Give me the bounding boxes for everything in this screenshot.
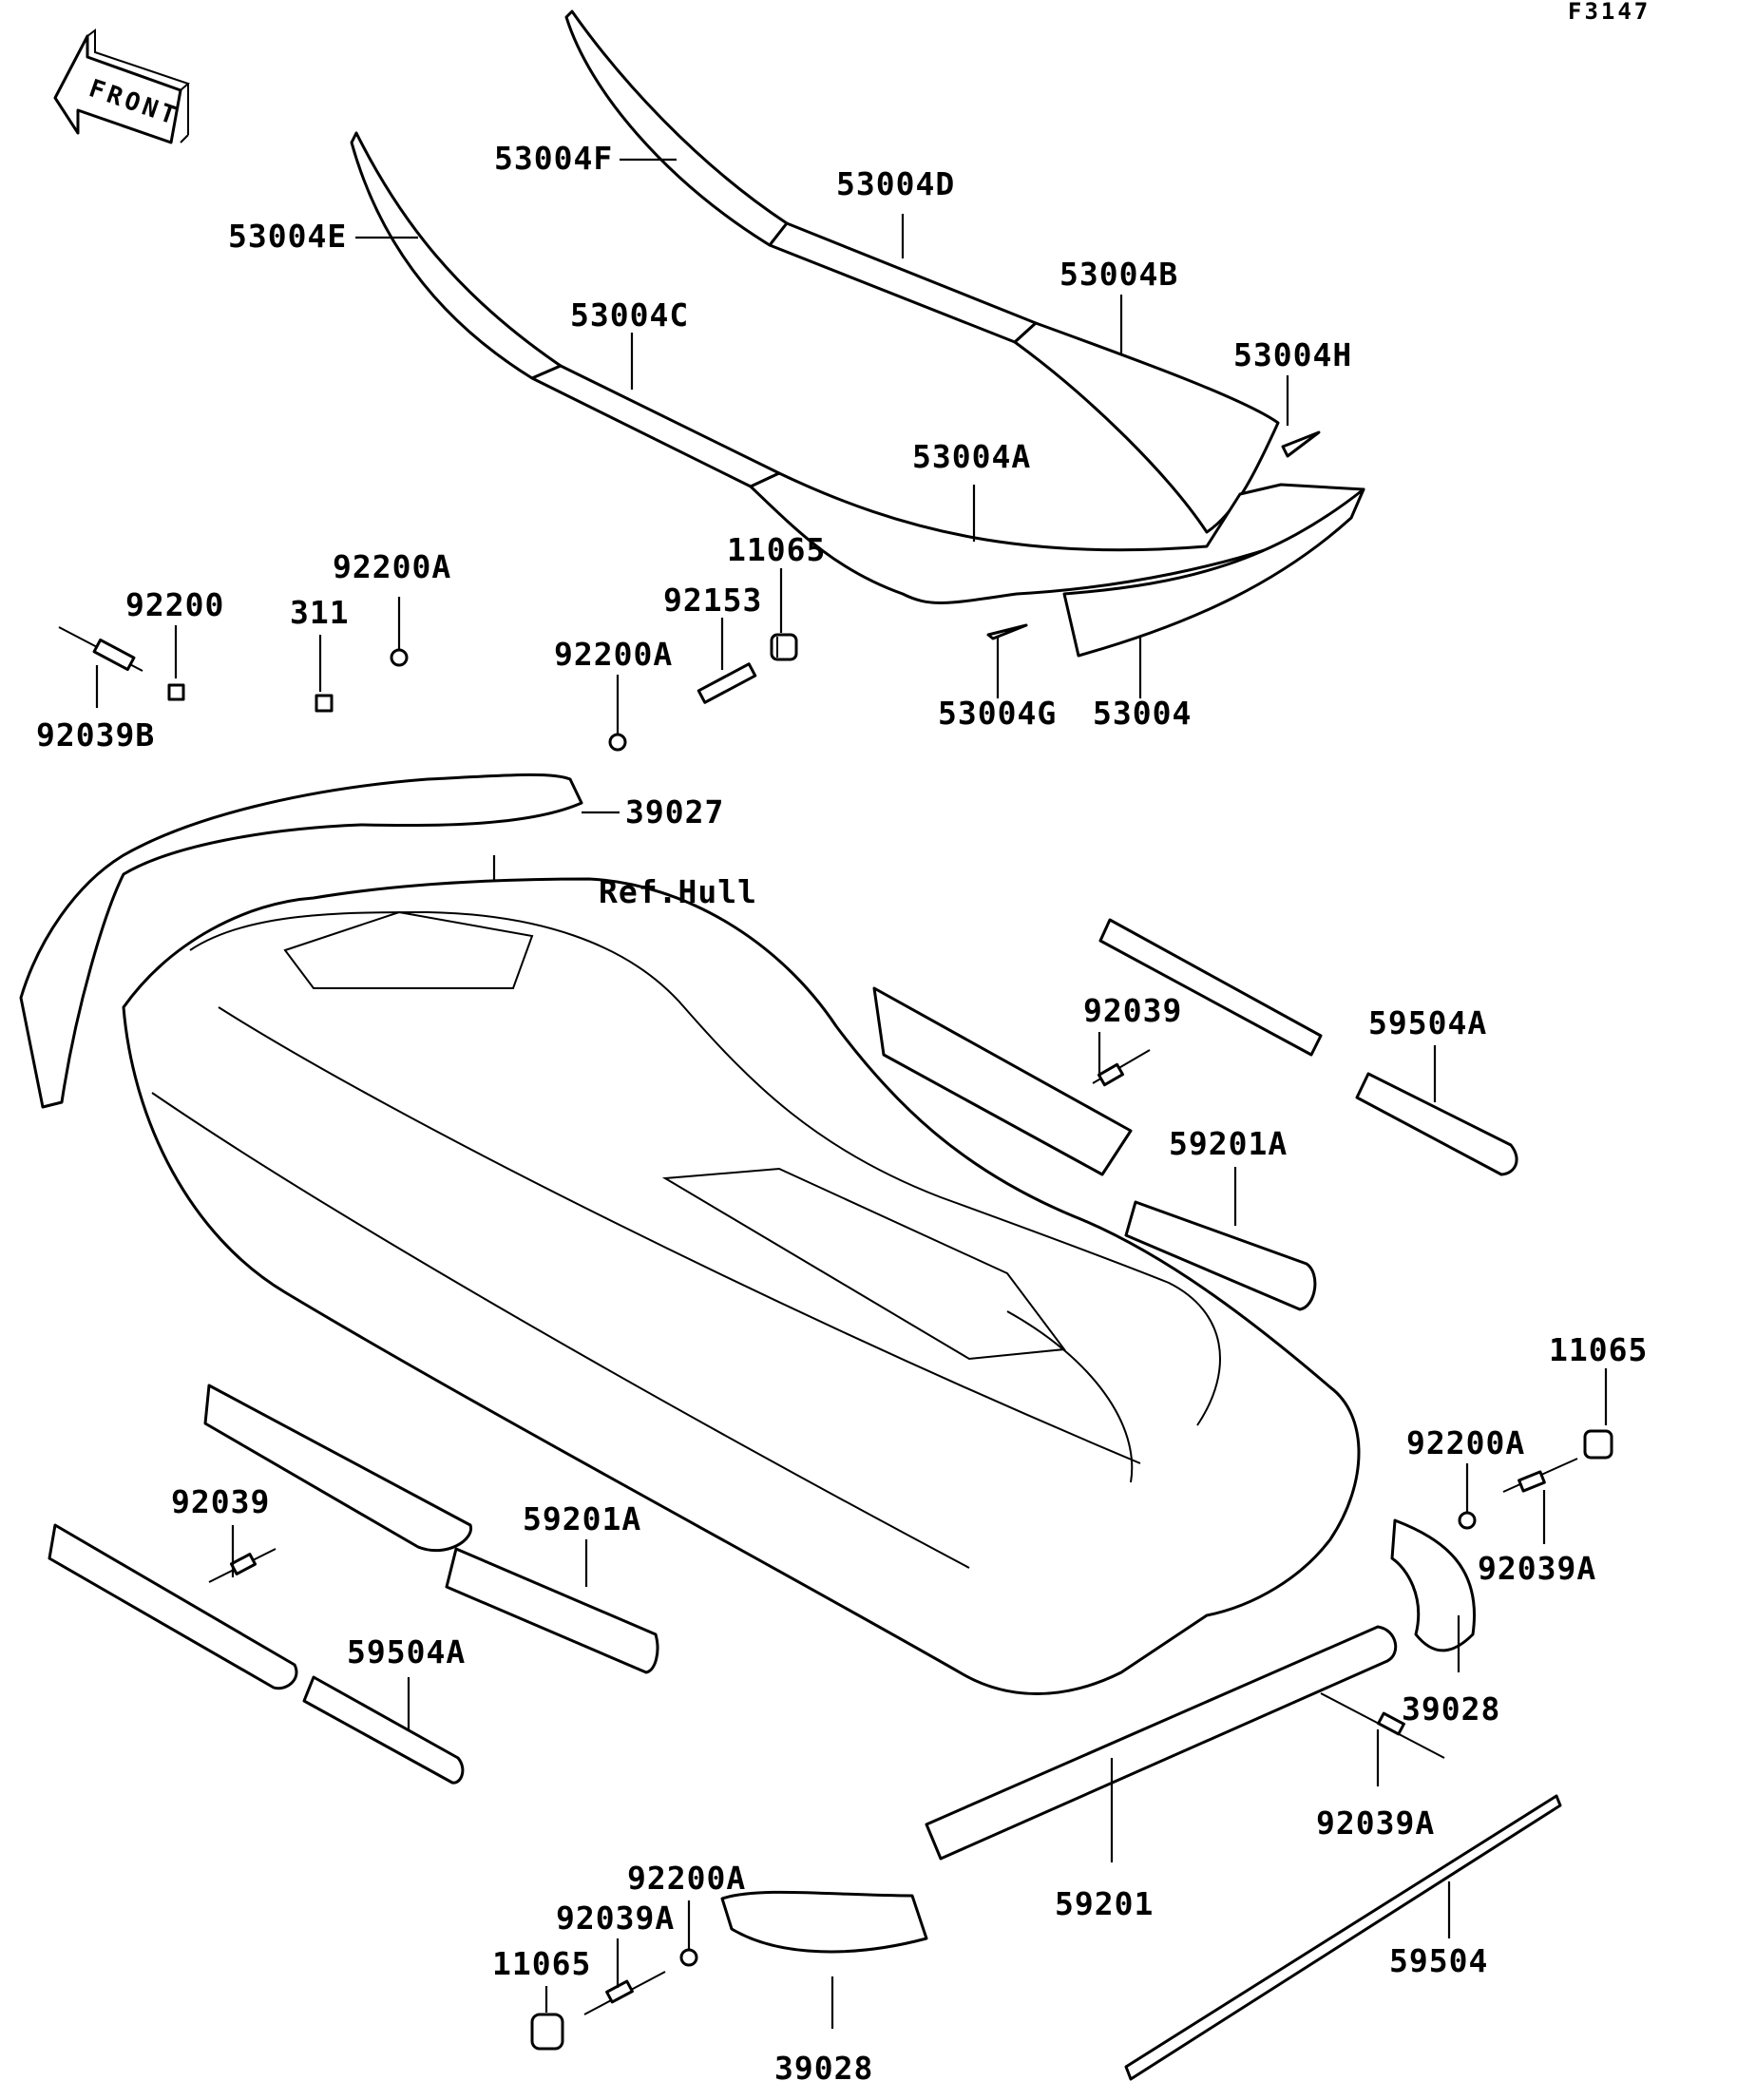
rail-59201 (925, 1625, 1398, 1861)
label-53004B: 53004B (1059, 256, 1178, 293)
rail-59201A-right (1124, 1200, 1317, 1311)
washer-92200-icon (167, 683, 185, 701)
label-53004D: 53004D (836, 165, 955, 202)
rivet-92039A-bottom-icon (583, 1971, 666, 2015)
deck-mat-53004G (986, 623, 1028, 640)
label-59201: 59201 (1055, 1885, 1154, 1922)
label-39028-right: 39028 (1402, 1690, 1500, 1728)
label-59504A-right: 59504A (1368, 1004, 1487, 1041)
hull-outline (122, 877, 1361, 1695)
nut-311-icon (315, 694, 334, 713)
rivet-92039A-right-icon (1502, 1458, 1578, 1493)
nut-11065-right-icon (1583, 1429, 1613, 1460)
pad-59504A-right-upper (1098, 918, 1323, 1057)
label-53004F: 53004F (494, 140, 613, 177)
label-53004A: 53004A (912, 438, 1031, 475)
label-53004G: 53004G (938, 695, 1057, 732)
label-59201A-left: 59201A (523, 1500, 641, 1537)
bumper-39028-bottom (720, 1890, 928, 1954)
label-39027: 39027 (625, 793, 724, 830)
label-59201A-right: 59201A (1169, 1125, 1288, 1162)
pad-59504A-left-long (48, 1523, 298, 1690)
label-39028-bottom: 39028 (774, 2050, 873, 2087)
label-92200A-bottom: 92200A (627, 1860, 746, 1897)
leader-lines (95, 158, 1608, 2029)
label-53004H: 53004H (1233, 336, 1352, 373)
deck-mat-53004C (530, 364, 781, 488)
label-92153: 92153 (663, 582, 762, 619)
pad-92039-right-channel (872, 986, 1133, 1176)
label-92200A-mid: 92200A (554, 636, 673, 673)
label-53004C: 53004C (570, 296, 689, 334)
label-53004: 53004 (1093, 695, 1192, 732)
pad-59504A-left-lower (302, 1675, 465, 1785)
label-92039A-low: 92039A (1316, 1804, 1435, 1842)
pad-59504 (1124, 1794, 1562, 2081)
rail-59201A-left (445, 1547, 659, 1674)
bumper-39028-right (1390, 1518, 1476, 1652)
rivet-92039-left-icon (208, 1548, 277, 1583)
label-92039A-right: 92039A (1478, 1550, 1596, 1587)
label-92200A-top: 92200A (333, 548, 451, 585)
label-92039B: 92039B (36, 716, 155, 754)
label-11065-bottom: 11065 (492, 1945, 591, 1982)
pad-92039-left-channel (203, 1384, 472, 1553)
washer-92200A-right-icon (1458, 1511, 1477, 1530)
label-11065-right: 11065 (1549, 1331, 1648, 1368)
rivet-92039B-icon (58, 626, 143, 672)
label-92039-left: 92039 (171, 1483, 270, 1520)
deck-mat-53004 (1062, 487, 1365, 658)
rivet-92039-right-icon (1092, 1049, 1151, 1087)
label-92200: 92200 (125, 586, 224, 623)
bolt-92153-icon (697, 662, 757, 704)
label-11065-top: 11065 (727, 531, 826, 568)
bumper-39027 (19, 773, 583, 1109)
washer-92200A-mid-icon (608, 733, 627, 752)
washer-92200A-top-icon (390, 648, 409, 667)
label-92200A-right: 92200A (1406, 1424, 1525, 1461)
label-92039A-bottom: 92039A (556, 1900, 675, 1937)
deck-mat-53004H (1281, 430, 1321, 458)
label-59504: 59504 (1389, 1942, 1488, 1979)
label-53004E: 53004E (228, 218, 347, 255)
figure-id: F3147 (1568, 0, 1651, 25)
washer-92200A-bottom-icon (679, 1948, 698, 1967)
label-311: 311 (290, 594, 350, 631)
label-59504A-left: 59504A (347, 1633, 466, 1670)
cap-11065-bottom-icon (530, 2013, 564, 2051)
pad-59504A-right-lower (1355, 1072, 1518, 1176)
nut-11065-top-icon (770, 633, 798, 661)
front-direction-arrow-icon: FRONT (53, 29, 190, 144)
deck-mat-53004A (749, 471, 1365, 604)
label-ref-hull: Ref.Hull (599, 873, 757, 910)
rivet-92039A-low-icon (1320, 1692, 1445, 1759)
deck-mat-53004F (564, 10, 789, 247)
label-92039-right: 92039 (1083, 992, 1182, 1029)
